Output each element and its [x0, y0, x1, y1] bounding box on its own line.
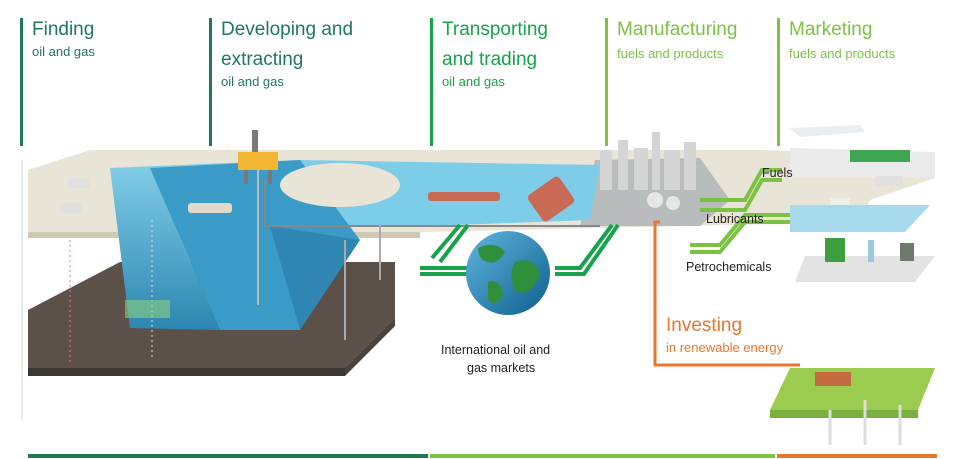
stage-developing-title-1: Developing and — [221, 19, 354, 40]
stage-finding-bar — [20, 18, 23, 146]
stage-developing-subtitle: oil and gas — [221, 74, 284, 89]
stage-transporting-bar — [430, 18, 433, 146]
refinery — [600, 132, 696, 210]
fuels-label: Fuels — [762, 166, 793, 180]
pipelines — [257, 170, 600, 340]
stage-developing-bar — [209, 18, 212, 146]
stage-manufacturing-subtitle: fuels and products — [617, 46, 724, 61]
bottom-bar-upstream — [28, 454, 428, 458]
stage-marketing-bar — [777, 18, 780, 146]
marketing-branches — [690, 168, 790, 254]
survey-vehicles — [60, 176, 903, 213]
stage-finding-title: Finding — [32, 19, 95, 40]
stage-transporting-title-2: and trading — [442, 49, 538, 70]
globe — [466, 231, 550, 315]
offshore-rig — [238, 130, 278, 184]
investing-pipe — [653, 220, 800, 367]
bottom-bar-renewables — [777, 454, 937, 458]
stage-marketing-subtitle: fuels and products — [789, 46, 896, 61]
stage-transporting-subtitle: oil and gas — [442, 74, 505, 89]
stage-manufacturing-title: Manufacturing — [617, 19, 738, 40]
markets-label-line-1: International oil and — [441, 343, 551, 357]
sea-water — [110, 160, 600, 330]
stage-developing-title-2: extracting — [221, 49, 304, 70]
stage-marketing-title: Marketing — [789, 19, 873, 40]
markets-label-line-2: gas markets — [467, 361, 536, 375]
stage-transporting-title-1: Transporting — [442, 19, 548, 40]
investing-title: Investing — [666, 315, 743, 336]
stage-manufacturing-bar — [605, 18, 608, 146]
investing-subtitle: in renewable energy — [666, 340, 784, 355]
stage-finding-subtitle: oil and gas — [32, 44, 95, 59]
renewable-field — [770, 368, 935, 445]
bottom-bar-downstream — [430, 454, 775, 458]
seismic-waves — [69, 220, 170, 365]
petrochemicals-label: Petrochemicals — [686, 260, 772, 274]
lubricants-label: Lubricants — [706, 212, 764, 226]
marketing-platform — [790, 125, 935, 282]
